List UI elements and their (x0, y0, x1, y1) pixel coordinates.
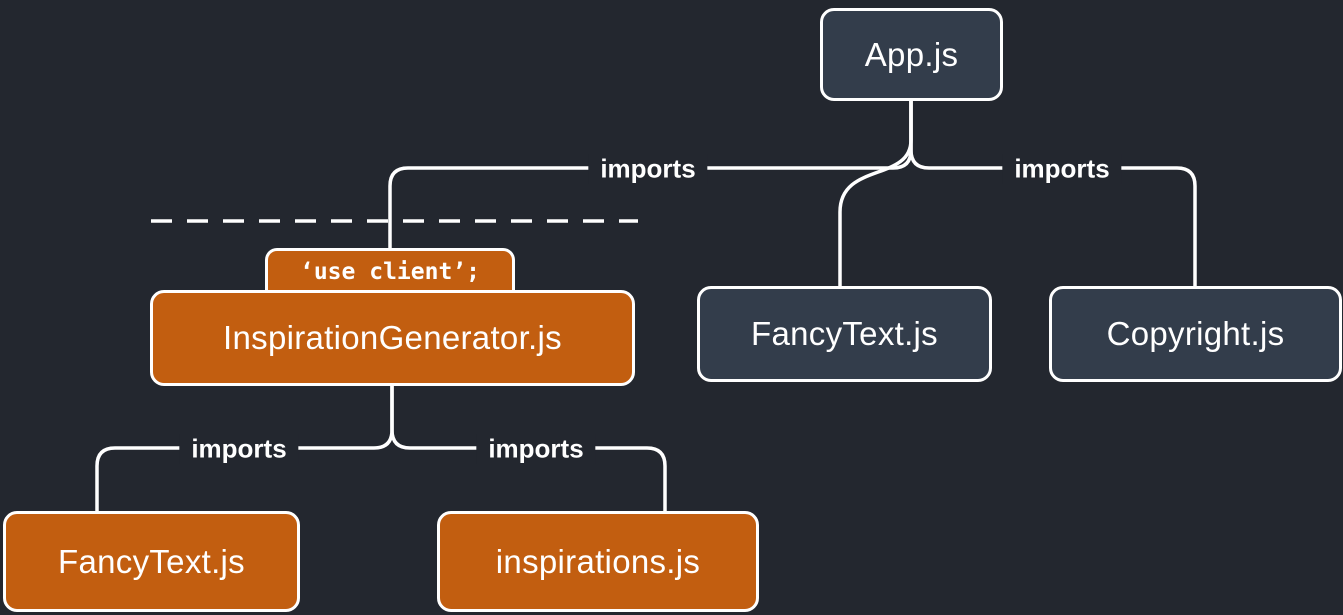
edge-label-imports-copyright: imports (1002, 153, 1122, 185)
node-fancytext-server-label: FancyText.js (751, 315, 938, 352)
edge-label-imports-inspirations: imports (476, 433, 596, 465)
node-inspirations: inspirations.js (437, 511, 759, 612)
node-app-label: App.js (864, 35, 959, 73)
node-app: App.js (820, 8, 1003, 101)
node-fancytext-client: FancyText.js (3, 511, 300, 612)
node-inspiration-generator: InspirationGenerator.js (150, 290, 635, 386)
use-client-directive-text: ‘use client’; (299, 259, 480, 285)
edge-app-copyright (909, 100, 1197, 286)
node-inspiration-generator-label: InspirationGenerator.js (223, 319, 562, 356)
node-inspirations-label: inspirations.js (495, 542, 701, 580)
node-fancytext-client-label: FancyText.js (58, 542, 245, 580)
edge-label-imports-fancytext-bottom: imports (179, 433, 299, 465)
node-copyright: Copyright.js (1049, 286, 1342, 382)
edge-label-imports-inspirationgenerator: imports (588, 153, 708, 185)
node-fancytext-server: FancyText.js (697, 286, 992, 382)
edge-app-fancytext (838, 100, 913, 286)
node-copyright-label: Copyright.js (1106, 315, 1285, 352)
